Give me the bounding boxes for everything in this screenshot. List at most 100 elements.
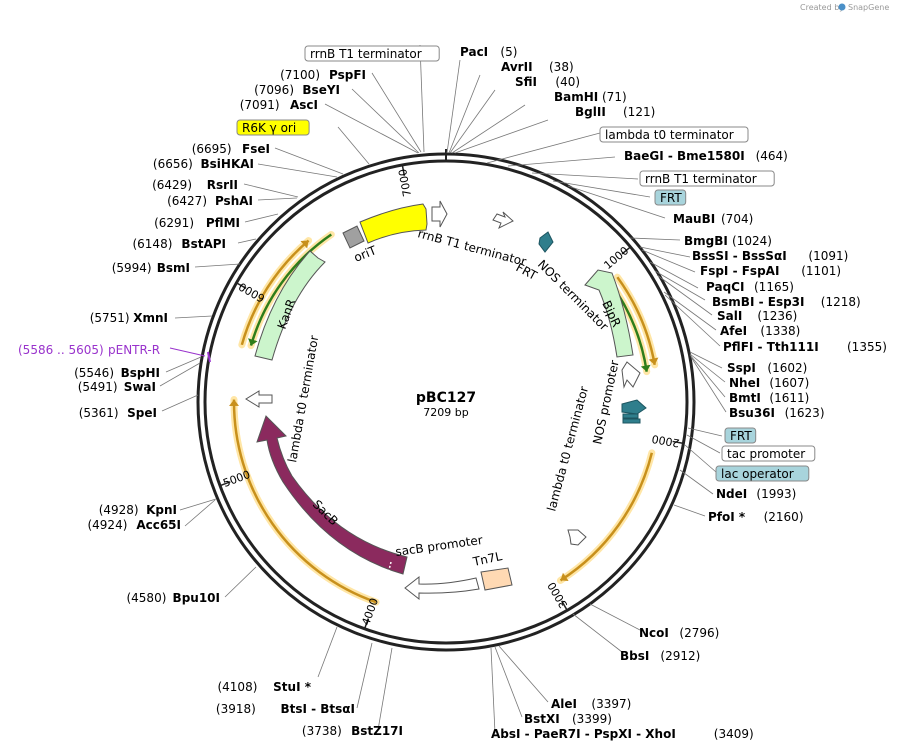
enzyme-label[interactable]: RsrII(6429)	[152, 178, 238, 192]
enzyme-label[interactable]: SpeI(5361)	[79, 406, 157, 420]
enzyme-label[interactable]: NcoI(2796)	[639, 626, 719, 640]
enzyme-position: (1611)	[769, 391, 809, 405]
frt-arrow-right[interactable]	[621, 399, 647, 415]
enzyme-label[interactable]: PflMI(6291)	[154, 216, 240, 230]
enzyme-label[interactable]: MauBI(704)	[673, 212, 753, 226]
enzyme-label[interactable]: NheI(1607)	[729, 376, 809, 390]
enzyme-label[interactable]: SspI(1602)	[727, 361, 807, 375]
enzyme-label[interactable]: PacI(5)	[460, 45, 517, 59]
feature-box-bg	[654, 189, 687, 206]
feature-label-box[interactable]: lambda t0 terminator	[599, 126, 749, 143]
green-arc-2[interactable]	[249, 233, 332, 346]
enzyme-label[interactable]: Bpu10I(4580)	[126, 591, 220, 605]
enzyme-label[interactable]: BsmI(5994)	[112, 261, 190, 275]
bjpr-arrow[interactable]	[584, 269, 634, 358]
tn7l-label: Tn7L	[471, 549, 504, 569]
enzyme-name: NdeI	[716, 487, 747, 501]
enzyme-label[interactable]: BbsI(2912)	[620, 649, 700, 663]
enzyme-position: (121)	[623, 105, 655, 119]
enzyme-position: (4580)	[126, 591, 166, 605]
enzyme-label[interactable]: AscI(7091)	[240, 98, 318, 112]
enzyme-label[interactable]: BspHI(5546)	[74, 366, 160, 380]
enzyme-label[interactable]: BseYI(7096)	[254, 83, 340, 97]
orit-arrow[interactable]	[359, 203, 428, 244]
orange-arc-2[interactable]	[559, 452, 654, 582]
tick-label: 5000	[221, 468, 252, 490]
enzyme-name: Acc65I	[136, 518, 181, 532]
enzyme-label[interactable]: BstZ17I(3738)	[302, 724, 403, 738]
enzyme-name: RsrII	[207, 178, 238, 192]
nos-terminator-arrow[interactable]	[538, 231, 554, 253]
orange-arc-1[interactable]	[616, 276, 656, 366]
enzyme-position: (2160)	[764, 510, 804, 524]
enzyme-label[interactable]: PflFI - Tth111I(1355)	[723, 340, 887, 354]
enzyme-label[interactable]: SwaI(5491)	[78, 380, 156, 394]
kanr-arrow[interactable]	[254, 250, 326, 361]
enzyme-label[interactable]: AbsI - PaeR7I - PspXI - XhoI(3409)	[491, 727, 754, 741]
enzyme-label[interactable]: AleI(3397)	[551, 697, 631, 711]
orange-arc-3[interactable]	[232, 399, 377, 604]
enzyme-label[interactable]: XmnI(5751)	[90, 311, 168, 325]
enzyme-label[interactable]: BamHI(71)	[554, 90, 627, 104]
tn7l-block[interactable]	[480, 567, 513, 591]
enzyme-label[interactable]: BmgBI(1024)	[684, 234, 772, 248]
enzyme-label[interactable]: BssSI - BssSαI(1091)	[692, 249, 848, 263]
feature-label-box[interactable]: FRT	[724, 427, 757, 444]
enzyme-label[interactable]: FspI - FspAI(1101)	[700, 264, 841, 278]
snapgene-logo-icon	[838, 3, 846, 11]
sacb-arrow[interactable]	[256, 415, 408, 575]
enzyme-position: (5361)	[79, 406, 119, 420]
credit-brand: SnapGene	[848, 3, 889, 12]
nos-promoter-arrow[interactable]	[621, 361, 641, 389]
enzyme-label[interactable]: PaqCI(1165)	[706, 280, 794, 294]
enzyme-label[interactable]: BsmBI - Esp3I(1218)	[712, 295, 861, 309]
enzyme-label[interactable]: PspFI(7100)	[280, 68, 366, 82]
lambda-terminator-arrow-right[interactable]	[567, 529, 587, 546]
feature-label-box[interactable]: lac operator	[715, 465, 810, 482]
enzyme-label[interactable]: PshAI(6427)	[167, 194, 253, 208]
enzyme-label[interactable]: StuI *(4108)	[217, 680, 311, 694]
enzyme-label[interactable]: NdeI(1993)	[716, 487, 796, 501]
enzyme-position: (40)	[555, 75, 580, 89]
enzyme-position: (2796)	[679, 626, 719, 640]
enzyme-label[interactable]: BstAPI(6148)	[132, 237, 226, 251]
enzyme-label[interactable]: BtsI - BtsαI(3918)	[216, 702, 355, 716]
enzyme-label[interactable]: BaeGI - Bme1580I(464)	[624, 149, 788, 163]
orit-gray-block[interactable]	[342, 225, 365, 249]
tac-promoter-block[interactable]	[622, 413, 639, 419]
enzyme-label[interactable]: AvrII(38)	[501, 60, 574, 74]
feature-label-box[interactable]: R6K γ ori	[236, 119, 310, 136]
enzyme-position: (3399)	[572, 712, 612, 726]
frt-arrow-top[interactable]	[492, 211, 514, 230]
enzyme-label[interactable]: SalI(1236)	[717, 309, 797, 323]
enzyme-label[interactable]: Acc65I(4924)	[87, 518, 181, 532]
orange-arc-4[interactable]	[240, 239, 310, 346]
primer-leader	[169, 347, 206, 357]
enzyme-label[interactable]: BmtI(1611)	[729, 391, 809, 405]
feature-label-box[interactable]: FRT	[654, 189, 687, 206]
enzyme-label[interactable]: Bsu36I(1623)	[729, 406, 825, 420]
feature-label-box[interactable]: rrnB T1 terminator	[304, 45, 440, 62]
lambda-terminator-arrow-left[interactable]	[245, 390, 273, 408]
feature-label-box[interactable]: tac promoter	[721, 445, 816, 462]
enzyme-name: AleI	[551, 697, 577, 711]
nos-promoter-label: NOS promoter	[590, 359, 621, 446]
sacb-promoter-label: sacB promoter	[394, 533, 483, 559]
enzyme-label[interactable]: AfeI(1338)	[720, 324, 800, 338]
enzyme-label[interactable]: KpnI(4928)	[99, 503, 177, 517]
enzyme-label[interactable]: BsiHKAI(6656)	[153, 157, 254, 171]
enzyme-label[interactable]: BstXI(3399)	[524, 712, 612, 726]
rrnb-terminator-arrow[interactable]	[431, 200, 448, 228]
sacb-promoter-arrow[interactable]	[404, 575, 480, 601]
enzyme-position: (6695)	[192, 142, 232, 156]
enzyme-label[interactable]: PfoI *(2160)	[708, 510, 804, 524]
enzyme-name: BssSI - BssSαI	[692, 249, 787, 263]
enzyme-label[interactable]: BglII(121)	[575, 105, 655, 119]
enzyme-label[interactable]: SfiI(40)	[515, 75, 580, 89]
lac-operator-block[interactable]	[622, 418, 641, 424]
feature-label-box[interactable]: rrnB T1 terminator	[639, 170, 775, 187]
lambda-terminator-inner-label-left: lambda t0 terminator	[285, 334, 321, 463]
orange-arc-2-head	[560, 572, 569, 582]
enzyme-position: (5751)	[90, 311, 130, 325]
enzyme-label[interactable]: FseI(6695)	[192, 142, 270, 156]
